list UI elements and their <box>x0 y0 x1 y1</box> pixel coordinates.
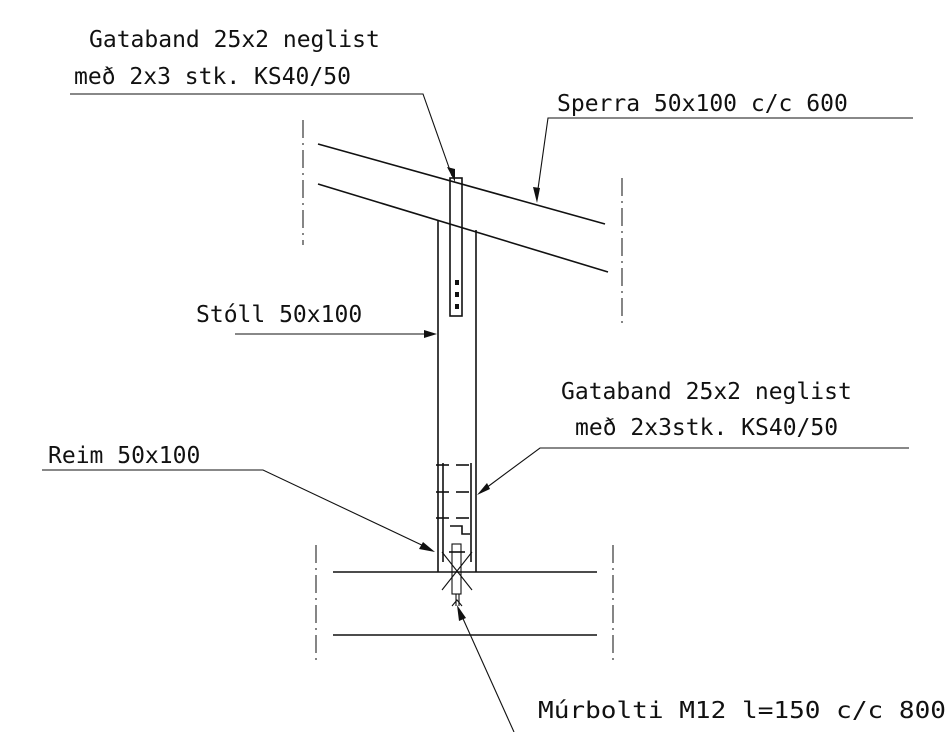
label-gataband-top-line1: Gataband 25x2 neglist <box>89 27 380 53</box>
post <box>437 220 477 572</box>
label-gataband-bottom-line1: Gataband 25x2 neglist <box>561 379 852 405</box>
label-stoll: Stóll 50x100 <box>196 302 362 328</box>
label-murbolti: Múrbolti M12 l=150 c/c 800 <box>538 698 946 724</box>
label-sperra: Sperra 50x100 c/c 600 <box>557 91 848 117</box>
lower-strap <box>436 463 472 562</box>
sill-plate <box>333 571 597 636</box>
anchor-bolt <box>441 543 473 607</box>
label-gataband-top-line2: með 2x3 stk. KS40/50 <box>74 64 351 90</box>
leader-sperra <box>533 117 913 203</box>
leader-reim <box>42 469 435 552</box>
leader-gataband-top <box>70 93 455 182</box>
rafter <box>317 143 609 273</box>
label-reim: Reim 50x100 <box>48 443 200 469</box>
leader-stoll <box>235 330 437 338</box>
upper-strap <box>449 177 463 317</box>
leader-murbolti <box>457 605 515 732</box>
label-gataband-bottom-line2: með 2x3stk. KS40/50 <box>575 415 838 441</box>
leader-gataband-bottom <box>477 447 909 495</box>
